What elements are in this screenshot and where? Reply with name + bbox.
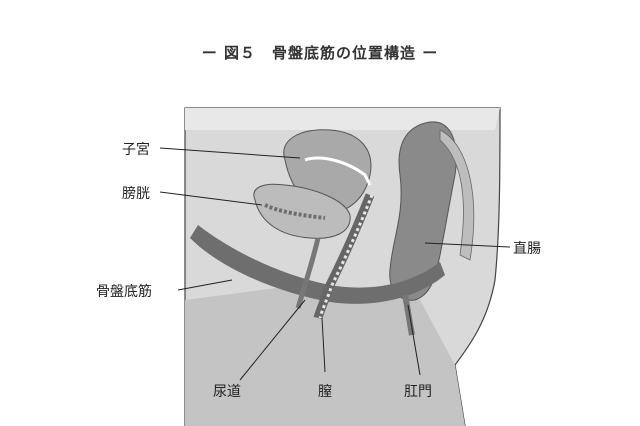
label-urethra: 尿道 [213, 384, 241, 400]
pelvic-floor-band [190, 225, 445, 304]
rectum-shape [389, 121, 457, 301]
anal-canal [402, 294, 415, 336]
lower-body-shade [185, 285, 465, 426]
label-rectum: 直腸 [513, 241, 541, 257]
label-vagina: 膣 [318, 384, 332, 400]
label-anus: 肛門 [404, 384, 432, 400]
figure-title: ー 図５ 骨盤底筋の位置構造 ー [201, 44, 439, 62]
sacrum [439, 129, 475, 261]
label-uterus: 子宮 [122, 142, 150, 158]
label-bladder: 膀胱 [122, 186, 150, 202]
urethra-tube [295, 237, 321, 309]
bladder-shape [253, 183, 351, 239]
label-pelvic-floor: 骨盤底筋 [96, 284, 152, 300]
leader-lines [159, 147, 511, 381]
vagina-canal [313, 193, 375, 320]
